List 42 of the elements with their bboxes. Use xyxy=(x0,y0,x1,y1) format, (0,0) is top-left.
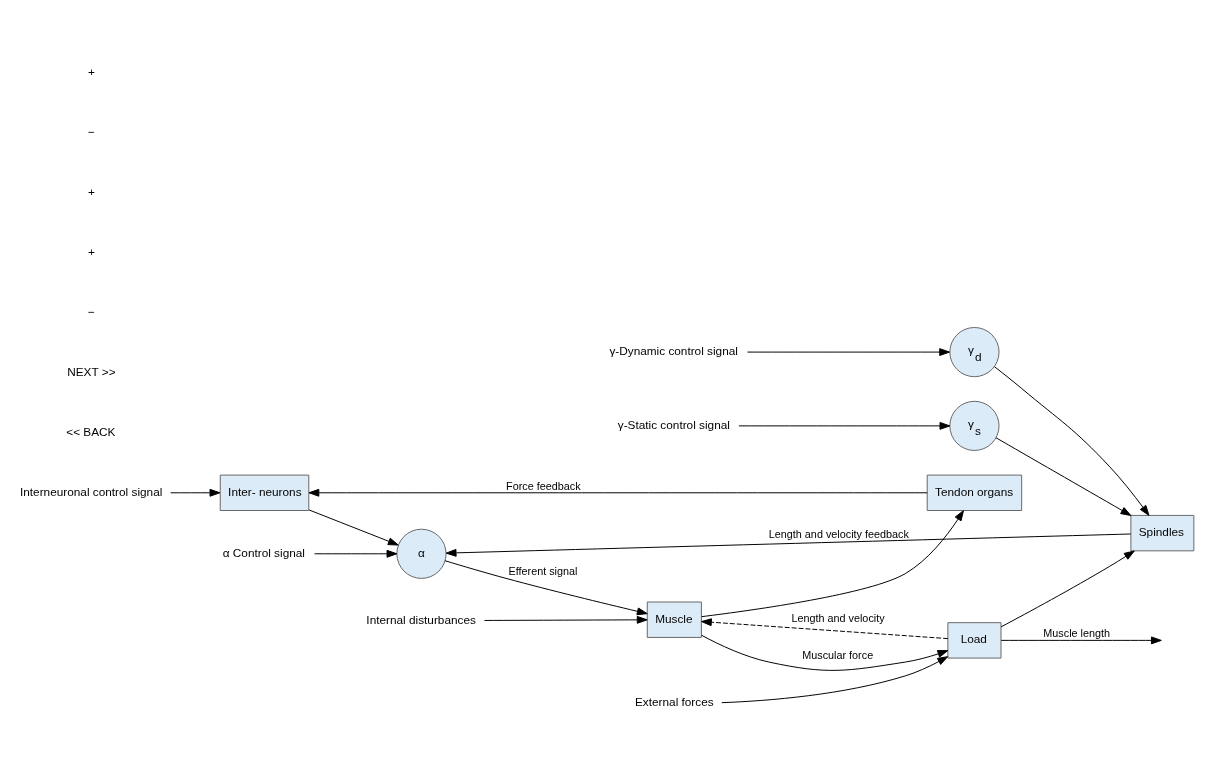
edge-label: Muscular force xyxy=(802,648,874,661)
node-box: Spindles xyxy=(1130,514,1195,551)
arrow xyxy=(444,559,648,615)
arrow xyxy=(701,634,949,671)
arrow xyxy=(701,509,964,617)
arrow xyxy=(994,365,1150,516)
node-box: Load xyxy=(947,621,1002,659)
arrow xyxy=(1000,635,1162,644)
node-box: Muscle xyxy=(646,601,702,638)
node-text: γ-Dynamic control signal xyxy=(609,343,738,358)
node-text: External forces xyxy=(634,694,714,709)
label: + xyxy=(87,244,95,259)
arrow xyxy=(445,533,1132,557)
edge-label: Length and velocity feedback xyxy=(768,527,909,540)
node-box: Inter- neurons xyxy=(219,474,310,511)
label: NEXT >> xyxy=(67,364,116,379)
arrow xyxy=(721,655,949,703)
edge-label: Length and velocity xyxy=(791,611,885,624)
label: − xyxy=(87,304,95,319)
label: − xyxy=(87,124,95,139)
arrow xyxy=(170,488,221,497)
node-circle: α xyxy=(396,528,447,579)
arrow xyxy=(995,436,1132,516)
edge-label: Force feedback xyxy=(506,479,581,492)
edge-label: Efferent signal xyxy=(508,564,578,577)
arrow xyxy=(314,549,398,558)
arrow xyxy=(747,347,951,356)
label: << BACK xyxy=(66,424,116,439)
arrow xyxy=(308,488,928,497)
arrow xyxy=(483,615,648,624)
node-text: α Control signal xyxy=(222,545,305,560)
node-text: γ-Static control signal xyxy=(617,417,730,432)
arrow xyxy=(701,617,949,639)
node-text: Interneuronal control signal xyxy=(20,484,163,499)
label: + xyxy=(87,64,95,79)
arrow xyxy=(308,508,399,545)
arrow xyxy=(1000,550,1135,627)
arrow xyxy=(738,421,951,430)
node-box: Tendon organs xyxy=(926,474,1023,511)
label: + xyxy=(87,184,95,199)
edge-label: Muscle length xyxy=(1043,626,1111,639)
node-text: Internal disturbances xyxy=(366,612,476,627)
